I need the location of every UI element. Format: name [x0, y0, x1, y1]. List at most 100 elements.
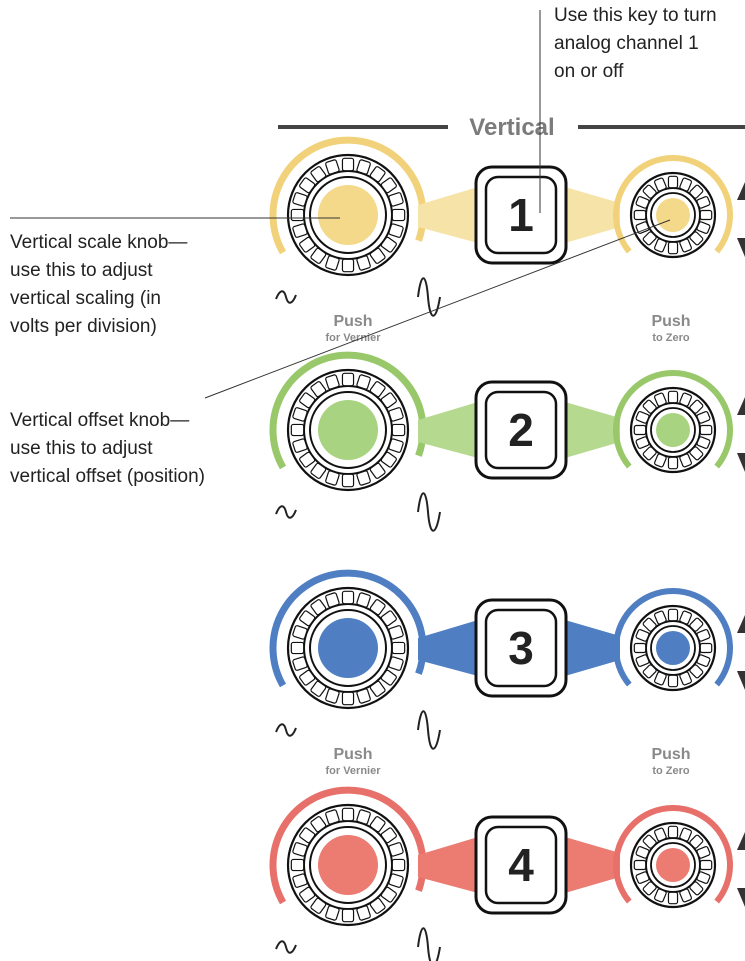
knob-grip-ridge — [356, 688, 371, 704]
knob-grip-ridge — [696, 654, 711, 667]
wave-icon — [275, 290, 297, 304]
offset-knob-ch1[interactable] — [613, 155, 733, 259]
knob-grip-ridge — [633, 859, 647, 871]
channel-key-label: 1 — [508, 189, 534, 241]
knob-grip-ridge — [380, 669, 397, 686]
knob-grip-ridge — [299, 392, 316, 409]
knob-grip-ridge — [654, 238, 667, 253]
knob-grip-ridge — [633, 642, 647, 654]
scale-push-label: Push — [333, 746, 372, 763]
scale-knob-ch3[interactable] — [269, 569, 427, 710]
up-arrow-icon — [737, 615, 745, 633]
knob-grip-ridge — [388, 842, 404, 857]
knob-grip-ridge — [292, 842, 308, 857]
knob-grip-ridge — [696, 221, 711, 234]
scale-knob-cap — [318, 185, 378, 245]
callout-line: Vertical offset knob— — [10, 410, 190, 431]
key-inner — [484, 390, 558, 470]
offset-knob-ch2[interactable] — [613, 370, 733, 474]
scale-knob-cap — [318, 400, 378, 460]
offset-knob-arc — [613, 155, 733, 254]
scale-knob-ch2[interactable] — [269, 351, 427, 492]
vernier-wave-icon — [417, 492, 441, 532]
knob-grip-ridge — [341, 473, 355, 488]
knob-grip-ridge — [380, 451, 397, 468]
offset-knob-ch3[interactable] — [613, 588, 733, 692]
knob-grip-ridge — [635, 846, 650, 859]
channel-key-label: 3 — [508, 622, 534, 674]
key-inner — [484, 825, 558, 905]
knob-grip-ridge — [341, 807, 355, 822]
knob-grip-ridge — [292, 192, 308, 207]
knob-grip-ridge — [667, 891, 679, 905]
knob-grip-ridge — [299, 236, 316, 253]
knob-grip-ridge — [689, 834, 704, 849]
knob-grip-ridge — [642, 446, 657, 461]
knob-grip-ridge — [654, 671, 667, 686]
knob-grip-ridge — [689, 399, 704, 414]
connector-right — [565, 620, 620, 676]
connector-left — [418, 837, 478, 893]
knob-grip-ridge — [699, 642, 713, 654]
knob-grip-ridge — [388, 873, 404, 888]
channel-1-key[interactable]: 1 — [474, 165, 568, 265]
knob-grip-ridge — [696, 871, 711, 884]
knob-grip-ridge — [699, 424, 713, 436]
down-arrow-icon — [737, 238, 745, 257]
knob-grip-ridge — [654, 888, 667, 903]
knob-grip-ridge — [696, 629, 711, 642]
knob-grip-ridge — [369, 247, 386, 264]
down-arrow-icon — [737, 888, 745, 907]
offset-knob-cap — [656, 631, 690, 665]
leader-lines — [10, 10, 671, 399]
knob-grip-ridge — [642, 881, 657, 896]
channel-3-key[interactable]: 3 — [474, 598, 568, 698]
knob-grip-ridge — [667, 390, 679, 404]
knob-grip-ridge — [325, 470, 340, 486]
callout-line: volts per division) — [10, 316, 157, 337]
knob-grip-ridge — [299, 610, 316, 627]
knob-grip-ridge — [635, 411, 650, 424]
knob-grip-ridge — [642, 664, 657, 679]
knob-grip-ridge — [642, 184, 657, 199]
knob-grip-ridge — [667, 674, 679, 688]
knob-grip-ridge — [679, 177, 692, 192]
knob-grip-ridge — [356, 470, 371, 486]
offset-knob-arc — [613, 805, 733, 904]
knob-grip-ridge — [369, 462, 386, 479]
scale-knob-arc — [269, 351, 427, 470]
knob-grip-ridge — [635, 221, 650, 234]
knob-grip-ridge — [325, 374, 340, 390]
knob-grip-ridge — [292, 873, 308, 888]
knob-grip-ridge — [388, 407, 404, 422]
offset-knob-ch4[interactable] — [613, 805, 733, 909]
channel-2-key[interactable]: 2 — [474, 380, 568, 480]
knob-grip-ridge — [679, 671, 692, 686]
knob-grip-ridge — [310, 247, 327, 264]
knob-grip-ridge — [654, 827, 667, 842]
section-title: Vertical — [469, 114, 554, 141]
scale-knob-ch1[interactable] — [269, 136, 427, 277]
knob-grip-ridge — [299, 827, 316, 844]
knob-grip-ridge — [292, 625, 308, 640]
knob-grip-ridge — [635, 871, 650, 884]
knob-grip-ridge — [696, 436, 711, 449]
scale-push-label: Push — [333, 313, 372, 330]
knob-grip-ridge — [654, 453, 667, 468]
callout-line: on or off — [554, 61, 624, 82]
scale-knob-ch4[interactable] — [269, 786, 427, 927]
knob-grip-ridge — [380, 392, 397, 409]
knob-grip-ridge — [369, 166, 386, 183]
knob-grip-ridge — [325, 688, 340, 704]
vernier-wave-icon — [417, 277, 441, 317]
channel-key-callout: Use this key to turn analog channel 1 on… — [554, 2, 717, 86]
connector-left — [418, 620, 478, 676]
knob-grip-ridge — [696, 846, 711, 859]
callout-line: use this to adjust — [10, 438, 153, 459]
knob-grip-ridge — [341, 908, 355, 923]
knob-grip-ridge — [696, 411, 711, 424]
offset-push-sublabel: to Zero — [652, 332, 690, 344]
callout-line: vertical offset (position) — [10, 466, 206, 487]
channel-4-key[interactable]: 4 — [474, 815, 568, 915]
